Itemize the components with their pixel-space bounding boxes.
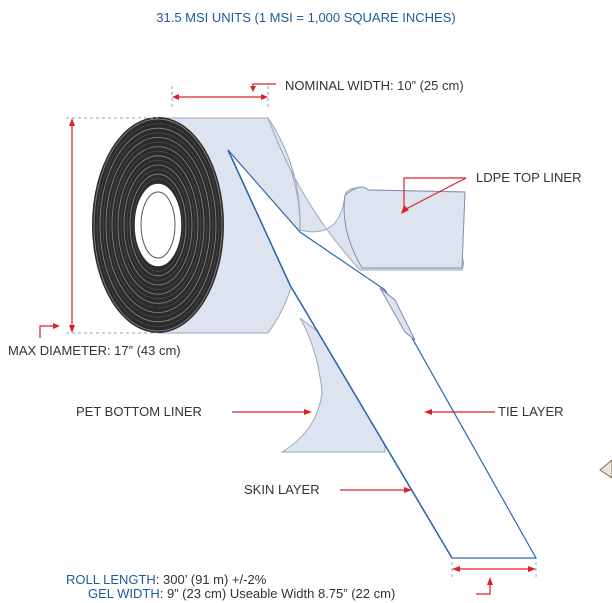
ldpe-top-liner-label: LDPE TOP LINER <box>476 170 582 185</box>
coil-ring <box>102 132 214 318</box>
coil-ring <box>96 123 220 327</box>
edge-fragment-shape <box>599 459 612 479</box>
coil-ring <box>120 159 196 290</box>
nominal-width-dimension <box>171 83 276 110</box>
coil-ring <box>108 141 208 309</box>
coil-ring <box>114 150 202 300</box>
coil-rings <box>93 118 223 332</box>
coil-ring <box>132 178 184 272</box>
gel-width-dimension <box>451 562 537 595</box>
tie-layer-label: TIE LAYER <box>498 404 564 419</box>
diagram-title: 31.5 MSI UNITS (1 MSI = 1,000 SQUARE INC… <box>156 10 455 25</box>
skin-leader <box>340 487 412 493</box>
coil-ring <box>123 164 193 286</box>
skin-layer-label: SKIN LAYER <box>244 482 320 497</box>
ldpe-leader <box>401 177 467 214</box>
nominal-width-label: NOMINAL WIDTH: 10” (25 cm) <box>285 78 464 93</box>
roll-body <box>92 117 301 334</box>
gel-width-label: GEL WIDTH <box>88 586 160 601</box>
pet-leader <box>232 409 312 415</box>
max-diameter-label: MAX DIAMETER: 17” (43 cm) <box>8 343 181 358</box>
gel-width-value: : 9” (23 cm) Useable Width 8.75” (22 cm) <box>160 586 396 601</box>
coil-ring <box>99 127 217 323</box>
gel-width-line: GEL WIDTH: 9” (23 cm) Useable Width 8.75… <box>88 586 395 601</box>
coil-ring <box>93 118 223 332</box>
max-diameter-dimension <box>39 117 158 338</box>
roll-length-label: ROLL LENGTH <box>66 572 156 587</box>
coil-ring <box>105 136 211 313</box>
coil-ring <box>129 173 187 277</box>
pet-bottom-liner-label: PET BOTTOM LINER <box>76 404 202 419</box>
coil-ring <box>126 169 190 281</box>
roll-length-value: : 300’ (91 m) +/-2% <box>156 572 267 587</box>
roll-length-line: ROLL LENGTH: 300’ (91 m) +/-2% <box>66 572 267 587</box>
coil-ring <box>117 155 199 295</box>
tie-leader <box>424 409 495 415</box>
coil-ring <box>111 146 205 304</box>
